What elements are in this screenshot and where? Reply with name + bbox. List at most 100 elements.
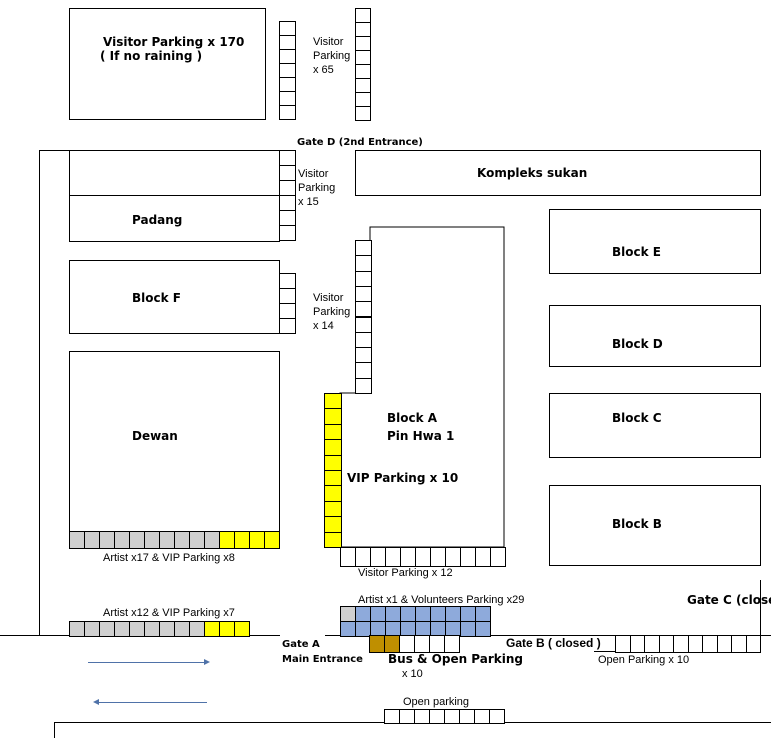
parking-space-empty (355, 362, 372, 379)
padang (69, 195, 280, 242)
parking-space-empty (340, 547, 356, 567)
vip-parking-10-label: VIP Parking x 10 (347, 471, 459, 485)
parking-space-artist (159, 621, 175, 637)
parking-space-vip (324, 454, 342, 471)
artist-12-label: Artist x12 & VIP Parking x7 (103, 607, 235, 619)
parking-space-empty (279, 195, 296, 211)
parking-space-empty (370, 547, 386, 567)
parking-space-volunteer (340, 621, 356, 637)
parking-space-artist (204, 531, 220, 549)
parking-space-vip (264, 531, 280, 549)
bus-parking-label: Bus & Open Parking (388, 652, 524, 666)
parking-space-volunteer (385, 606, 401, 622)
visitor-parking-170-note: ( If no raining ) (100, 49, 203, 63)
main-entrance-label: Main Entrance (282, 654, 363, 665)
bus-parking-count: x 10 (402, 668, 423, 680)
gate-a-label: Gate A (282, 639, 320, 650)
parking-space-empty (687, 635, 703, 653)
parking-space-empty (430, 547, 446, 567)
label-line: Parking (313, 306, 351, 318)
parking-space-empty (716, 635, 732, 653)
gate-b-label: Gate B ( closed ) (506, 636, 601, 650)
parking-space-empty (355, 92, 371, 107)
parking-space-vip (324, 470, 342, 487)
parking-space-vip (324, 408, 342, 425)
parking-space-artist (69, 621, 85, 637)
parking-space-empty (279, 35, 296, 50)
parking-space-artist (189, 531, 205, 549)
block-b-label: Block B (612, 517, 662, 531)
parking-space-empty (279, 105, 296, 120)
parking-space-empty (615, 635, 631, 653)
parking-space-vip (204, 621, 220, 637)
parking-space-bus (369, 635, 385, 653)
parking-space-vip (234, 621, 250, 637)
label-line: x 14 (313, 320, 334, 332)
arrow-left-icon (93, 699, 207, 705)
parking-space-empty (673, 635, 689, 653)
parking-space-empty (475, 547, 491, 567)
parking-space-empty (355, 36, 371, 51)
block-a-label: Block A (387, 411, 438, 425)
block-e-label: Block E (612, 245, 661, 259)
block-f-label: Block F (132, 291, 181, 305)
label-line: Parking (313, 50, 351, 62)
parking-space-empty (355, 255, 372, 272)
parking-space-empty (279, 165, 296, 181)
parking-space-vip (324, 439, 342, 456)
kompleks-sukan (355, 150, 761, 196)
parking-space-empty (279, 303, 296, 319)
road-edge-right (325, 635, 771, 636)
parking-space-empty (279, 150, 296, 166)
parking-space-empty (702, 635, 718, 653)
parking-space-volunteer (415, 606, 431, 622)
gate-c-label: Gate C (closed) (687, 593, 771, 607)
parking-space-empty (414, 709, 430, 724)
label-line: Visitor (298, 168, 329, 180)
block-d (549, 305, 761, 367)
label-line: Visitor (313, 36, 344, 48)
block-e (549, 209, 761, 274)
visitor-parking-15-label: Visitor Parking x 15 (298, 167, 335, 209)
parking-space-volunteer (355, 606, 371, 622)
parking-space-artist (84, 621, 100, 637)
open-parking-10-label: Open Parking x 10 (598, 654, 690, 666)
parking-space-empty (355, 316, 372, 333)
parking-space-empty (355, 547, 371, 567)
parking-space-vip (219, 531, 235, 549)
parking-space-empty (279, 77, 296, 92)
parking-space-empty (279, 210, 296, 226)
parking-space-empty (279, 288, 296, 304)
label-line: Parking (298, 182, 336, 194)
parking-space-vip (324, 500, 342, 518)
parking-space-empty (745, 635, 761, 653)
label-line: x 15 (298, 196, 319, 208)
parking-space-empty (279, 318, 296, 334)
parking-space-empty (629, 635, 645, 653)
parking-space-volunteer (370, 606, 386, 622)
parking-space-bus (384, 635, 400, 653)
parking-space-artist (129, 621, 145, 637)
parking-space-empty (474, 709, 490, 724)
block-c (549, 393, 761, 458)
parking-space-vip (219, 621, 235, 637)
visitor-parking-65-label: Visitor Parking x 65 (313, 35, 350, 77)
parking-space-empty (279, 273, 296, 289)
parking-space-empty (279, 225, 296, 241)
visitor-parking-12-label: Visitor Parking x 12 (358, 567, 453, 579)
parking-space-empty (355, 270, 372, 287)
parking-space-artist (189, 621, 205, 637)
parking-space-empty (355, 285, 372, 303)
visitor-parking-170-area (69, 8, 266, 120)
parking-space-empty (355, 8, 371, 23)
parking-space-empty (355, 347, 372, 364)
parking-space-empty (279, 49, 296, 64)
parking-space-empty (355, 240, 372, 257)
padang-label: Padang (132, 213, 183, 227)
dewan-label: Dewan (132, 429, 178, 443)
parking-space-artist (84, 531, 100, 549)
parking-space-artist (129, 531, 145, 549)
parking-space-artist (159, 531, 175, 549)
parking-space-vip (324, 531, 342, 548)
open-parking-label: Open parking (403, 696, 470, 708)
